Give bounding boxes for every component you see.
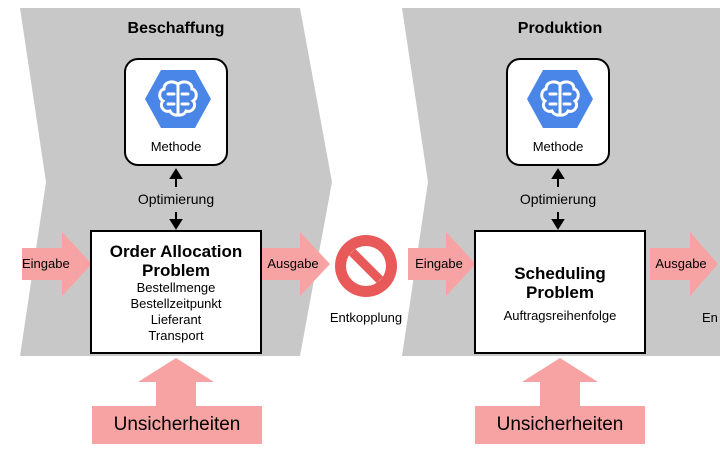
uncertainty-box-beschaffung xyxy=(92,406,262,444)
output-label-beschaffung: Ausgabe xyxy=(267,256,319,271)
problem-detail: Lieferant xyxy=(150,312,202,327)
output-arrow-beschaffung xyxy=(262,232,330,296)
uncertainty-arrow-beschaffung xyxy=(138,358,214,408)
uncertainty-box-produktion xyxy=(475,406,645,444)
problem-title: Order Allocation xyxy=(109,242,243,261)
brain-icon xyxy=(145,70,211,128)
problem-box-order-allocation: Order Allocation Problem Bestellmenge Be… xyxy=(90,230,262,354)
prohibited-icon xyxy=(335,235,397,297)
problem-title: Problem xyxy=(525,283,595,302)
method-box-produktion: Methode xyxy=(506,58,610,166)
stage-title-produktion: Produktion xyxy=(517,20,603,37)
optimization-label-produktion: Optimierung xyxy=(519,191,597,207)
problem-detail: Bestellmenge xyxy=(136,280,216,295)
problem-box-scheduling: Scheduling Problem Auftragsreihenfolge xyxy=(474,230,646,354)
optimization-label-beschaffung: Optimierung xyxy=(137,191,215,207)
stage-title-beschaffung: Beschaffung xyxy=(127,20,225,37)
uncertainty-label-beschaffung: Unsicherheiten xyxy=(113,414,241,435)
method-box-beschaffung: Methode xyxy=(124,58,228,166)
input-label-beschaffung: Eingabe xyxy=(22,256,70,271)
problem-title: Scheduling xyxy=(514,264,606,283)
output-arrow-produktion xyxy=(650,232,718,296)
method-label: Methode xyxy=(150,139,202,154)
input-arrow-produktion xyxy=(408,232,476,296)
problem-detail: Transport xyxy=(148,328,204,343)
optimization-arrow-beschaffung xyxy=(169,168,183,230)
input-label-produktion: Eingabe xyxy=(415,256,463,271)
decoupling-label: Entkopplung xyxy=(329,310,403,325)
cut-off-label: En xyxy=(702,310,718,325)
optimization-arrow-produktion xyxy=(551,168,565,230)
problem-detail: Bestellzeitpunkt xyxy=(130,296,222,311)
input-arrow-beschaffung xyxy=(22,232,92,296)
problem-title: Problem xyxy=(141,261,211,280)
method-label: Methode xyxy=(532,139,584,154)
brain-icon xyxy=(527,70,593,128)
uncertainty-arrow-produktion xyxy=(522,358,598,408)
output-label-produktion: Ausgabe xyxy=(655,256,707,271)
problem-detail: Auftragsreihenfolge xyxy=(503,308,617,323)
uncertainty-label-produktion: Unsicherheiten xyxy=(496,414,624,435)
